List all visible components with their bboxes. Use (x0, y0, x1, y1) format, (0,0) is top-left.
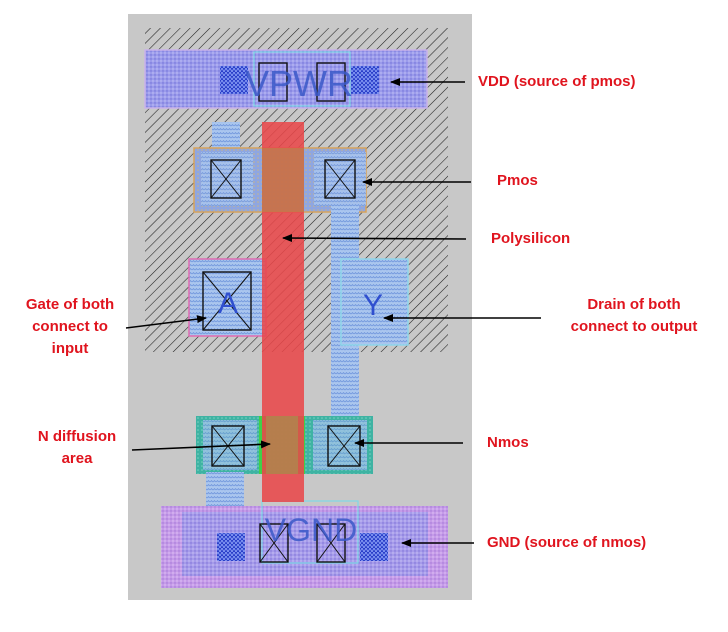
callout-gate-line3: input (51, 340, 89, 357)
callout-ndiff-line1: N diffusion (37, 428, 117, 445)
poly-over-nmos (266, 416, 298, 474)
vgnd-label: VGND (265, 512, 357, 548)
vgnd-label-box (261, 500, 359, 564)
callout-ndiff-line2: area (61, 450, 93, 467)
callout-pmos: Pmos (497, 172, 538, 189)
callout-gate-line1: Gate of both (25, 296, 115, 313)
arrow-ndiff (131, 440, 271, 451)
pmos-li-left (201, 152, 253, 206)
callout-vdd: VDD (source of pmos) (478, 73, 636, 90)
callout-gnd: GND (source of nmos) (487, 534, 647, 551)
poly-over-pmos (262, 148, 304, 212)
output-pin-area (341, 259, 408, 345)
arrow-polysilicon (282, 234, 467, 243)
callout-drain-line2: connect to output (570, 318, 698, 335)
callout-drain: Drain of both connect to output (560, 294, 708, 338)
callout-gate-line2: connect to (32, 318, 108, 335)
vgnd-via-left (217, 533, 245, 561)
arrow-gate (125, 315, 207, 329)
callout-ndiff: N diffusion area (22, 426, 132, 470)
callout-gate: Gate of both connect to input (4, 294, 136, 360)
output-pin-label: Y (363, 289, 383, 322)
pmos-contact-left (210, 159, 242, 199)
input-pin-contact (202, 271, 252, 331)
vpwr-label-box (253, 51, 351, 107)
vgnd-contact-left (259, 523, 289, 563)
pmos-contact-right (324, 159, 356, 199)
vgnd-contact-right (316, 523, 346, 563)
callout-polysilicon: Polysilicon (491, 230, 571, 247)
vpwr-rail-outline (144, 49, 428, 109)
nmos-strap (206, 472, 244, 512)
vgnd-via-right (360, 533, 388, 561)
output-pin-outline (340, 258, 409, 346)
callout-drain-line1: Drain of both (587, 296, 681, 313)
callout-nmos: Nmos (487, 434, 529, 451)
vpwr-contact-right (316, 62, 346, 102)
input-pin-label: A (218, 287, 238, 320)
vpwr-label: VPWR (245, 63, 353, 104)
vpwr-via-right (351, 66, 379, 94)
vpwr-contact-left (258, 62, 288, 102)
callout-arrows (125, 78, 541, 547)
vpwr-rail (145, 50, 427, 108)
vpwr-via-left (220, 66, 248, 94)
